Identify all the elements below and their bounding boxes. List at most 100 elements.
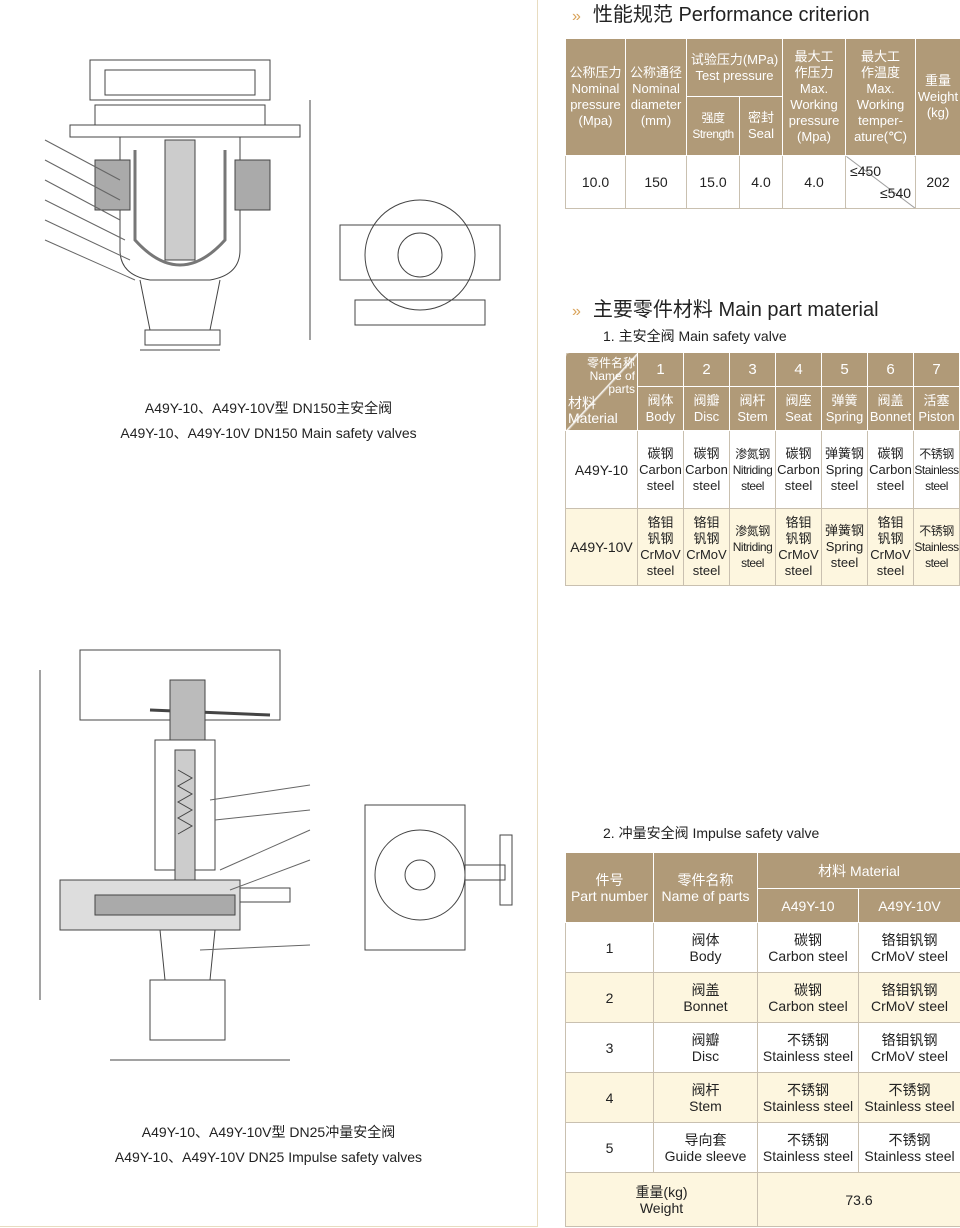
cell-line: Seat [785,408,812,424]
corner-material-cn: 材料 [568,395,596,411]
header-test-pressure: 试验压力(MPa)Test pressure [685,38,784,97]
cell-line: (mm) [640,113,672,128]
cell-line: 铬钼 [693,515,720,530]
cell-line: steel [830,555,859,570]
cell-line: 钒钢 [785,531,812,546]
cell-line: 碳钢 [877,445,904,461]
cell-line: 密封 [748,110,775,125]
cell-line: 铬钼钒钢 [881,981,938,998]
cell-line: steel [784,563,813,578]
cell-line: steel [925,556,948,570]
cell-line: CrMoV steel [870,997,949,1014]
impulse-valve-subtitle: 2. 冲量安全阀 Impulse safety valve [603,825,820,841]
cell-line: Carbon [685,461,728,477]
cell-line: 阀杆 [739,392,766,408]
cell-line: steel [646,477,675,493]
cell-line: 铬钼 [877,515,904,530]
cell-line: Carbon steel [768,997,848,1014]
cell-line: steel [692,563,721,578]
cell-line: Body [689,947,722,964]
cell-line: Stainless [914,462,959,477]
cell-line: CrMoV [778,547,819,562]
header-a49y-10: A49Y-10 [757,888,859,923]
cell-line: Stainless steel [762,1047,854,1064]
cell-line: 作温度 [861,65,901,80]
impulse-valve-caption-cn: A49Y-10、A49Y-10V型 DN25冲量安全阀 [141,1124,396,1140]
cell-line: 活塞 [923,392,950,408]
cell-line: 碳钢 [693,445,720,461]
cell-line: Stainless steel [762,1097,854,1114]
cell-line: 不锈钢 [888,1131,931,1148]
cell-line: Piston [918,408,955,424]
cell-line: Carbon [869,461,912,477]
cell-line: Strength [692,127,734,141]
cell-line: Stainless steel [762,1147,854,1164]
cell-line: steel [830,477,859,493]
cell-line: Stainless steel [864,1147,955,1164]
cell-line: Stainless steel [864,1097,955,1114]
cell-line: 重量 [925,73,952,88]
cell-line: Nominal [571,81,620,96]
cell-weight: 202 [915,155,960,209]
cell-strength: 15.0 [686,155,740,209]
cell-line: pressure [788,113,840,128]
cell-line: 阀座 [785,392,812,408]
performance-title: 性能规范 Performance criterion [592,4,870,26]
cell-line: Working [856,97,905,112]
model-cell: A49Y-10 [565,430,638,509]
drawings-panel: A49Y-10、A49Y-10V型 DN150主安全阀 A49Y-10、A49Y… [0,0,538,1227]
cell-max-temp: ≤450 ≤540 [845,155,917,209]
main-material-heading: »主要零件材料 Main part material [572,293,879,322]
weight-value: 73.6 [757,1172,960,1227]
model-cell: A49Y-10V [565,508,638,586]
cell-line: 碳钢 [794,931,822,948]
cell-line: Nitriding [732,540,773,554]
double-chevron-icon: » [572,303,581,320]
cell-line: steel [741,556,764,570]
double-chevron-icon: » [572,8,581,25]
cell-line: 不锈钢 [787,1131,829,1148]
part-number-cell: 4 [565,1072,654,1123]
cell-line: 不锈钢 [888,1081,931,1098]
cell-line: Weight [917,89,959,104]
cell-line: 渗氮钢 [735,446,770,461]
cell-line: 渗氮钢 [735,524,770,538]
cell-line: diameter [630,97,682,112]
cell-line: (Mpa) [578,113,613,128]
cell-line: 导向套 [684,1131,727,1148]
cell-line: ature(℃) [854,129,907,144]
cell-line: 阀瓣 [691,1031,720,1048]
cell-line: steel [876,563,905,578]
cell-line: CrMoV [870,547,911,562]
cell-line: 阀杆 [691,1081,720,1098]
part-number-header: 2 [683,352,730,387]
cell-line: 铬钼 [647,515,674,530]
cell-line: 公称通径 [629,65,682,80]
cell-line: Spring [825,461,864,477]
corner-header: 零件名称 Name of parts 材料 Material [565,352,638,431]
cell-line: Body [645,408,676,424]
main-valve-drawing [44,59,501,351]
part-number-header: 1 [637,352,684,387]
